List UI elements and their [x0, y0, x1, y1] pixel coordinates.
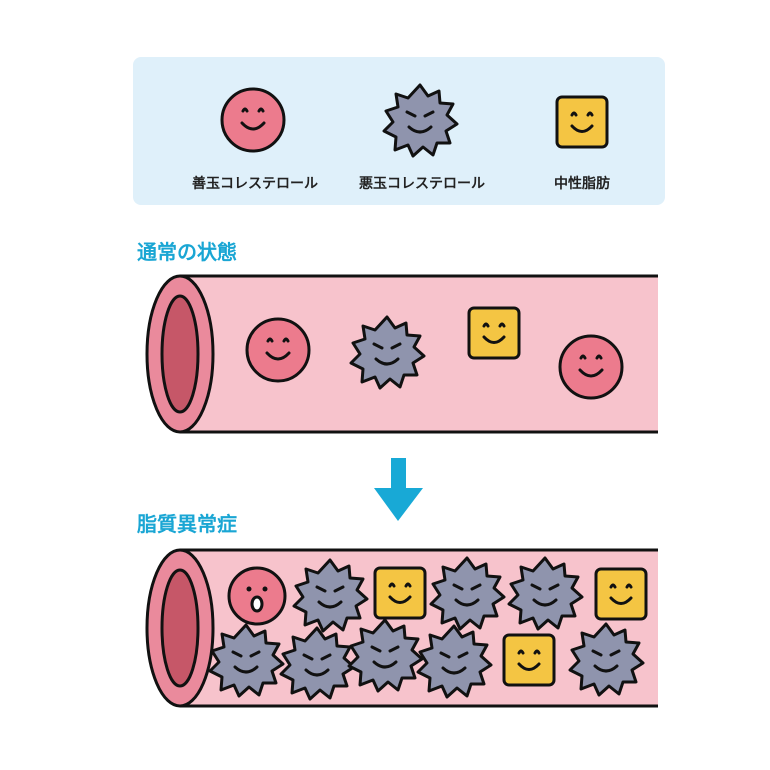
neutral-fat-icon [594, 567, 648, 621]
vessel-opening-lumen [160, 568, 200, 688]
neutral-fat-icon [467, 306, 521, 360]
section-title-disorder: 脂質異常症 [137, 512, 237, 536]
good-cholesterol-icon [245, 317, 311, 383]
good-cholesterol-legend-icon [220, 87, 286, 153]
good-cholesterol-surprised-icon [227, 566, 287, 626]
neutral-fat-icon [502, 633, 556, 687]
good-cholesterol-icon [558, 334, 624, 400]
vessel-opening-lumen [160, 294, 200, 414]
legend-label-fat: 中性脂肪 [554, 175, 610, 192]
legend-label-bad: 悪玉コレステロール [359, 176, 485, 192]
blood-vessel-normal [145, 274, 658, 434]
neutral-fat-legend-icon [555, 95, 609, 149]
legend-panel: 善玉コレステロール 悪玉コレステロール 中性脂肪 [133, 57, 665, 205]
down-arrow-icon [374, 458, 423, 521]
blood-vessel-disorder [145, 548, 658, 708]
legend-label-good: 善玉コレステロール [192, 175, 318, 192]
section-title-normal: 通常の状態 [137, 240, 237, 264]
neutral-fat-icon [373, 566, 427, 620]
